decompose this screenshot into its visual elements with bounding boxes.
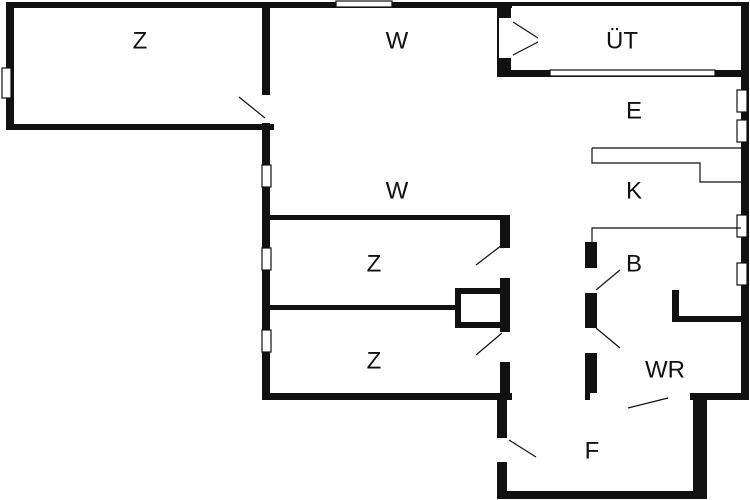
room-label-z-1: Z — [133, 27, 148, 54]
window — [261, 247, 272, 271]
door — [508, 439, 537, 458]
window — [261, 164, 272, 188]
door — [475, 244, 503, 266]
door — [512, 41, 539, 56]
room-label-z-2: Z — [367, 250, 382, 277]
window — [261, 329, 272, 353]
kitchen-counter — [591, 148, 741, 183]
door — [238, 96, 266, 119]
window — [736, 214, 748, 238]
kitchen-fixtures — [591, 147, 741, 243]
window — [736, 89, 748, 113]
door — [627, 397, 669, 409]
door — [475, 332, 503, 356]
doors — [238, 21, 669, 458]
room-label-wr: WR — [645, 356, 685, 383]
room-label-w-1: W — [386, 27, 409, 54]
room-label-e: E — [626, 97, 642, 124]
window — [549, 69, 716, 77]
window — [335, 0, 393, 8]
window — [736, 262, 748, 286]
door — [595, 269, 621, 291]
room-label-k: K — [626, 177, 642, 204]
room-label-f: F — [585, 437, 600, 464]
kitchen-counter — [591, 227, 741, 243]
door — [595, 327, 621, 349]
room-label-w-2: W — [386, 177, 409, 204]
windows — [1, 0, 748, 353]
room-label-ut: ÜT — [606, 27, 638, 54]
wall-openings — [262, 18, 690, 462]
room-label-b: B — [626, 250, 642, 277]
window — [736, 119, 748, 143]
door — [512, 21, 539, 39]
room-labels: Z W ÜT E W K Z B Z WR F — [133, 27, 685, 464]
room-label-z-3: Z — [367, 347, 382, 374]
window — [1, 67, 12, 99]
